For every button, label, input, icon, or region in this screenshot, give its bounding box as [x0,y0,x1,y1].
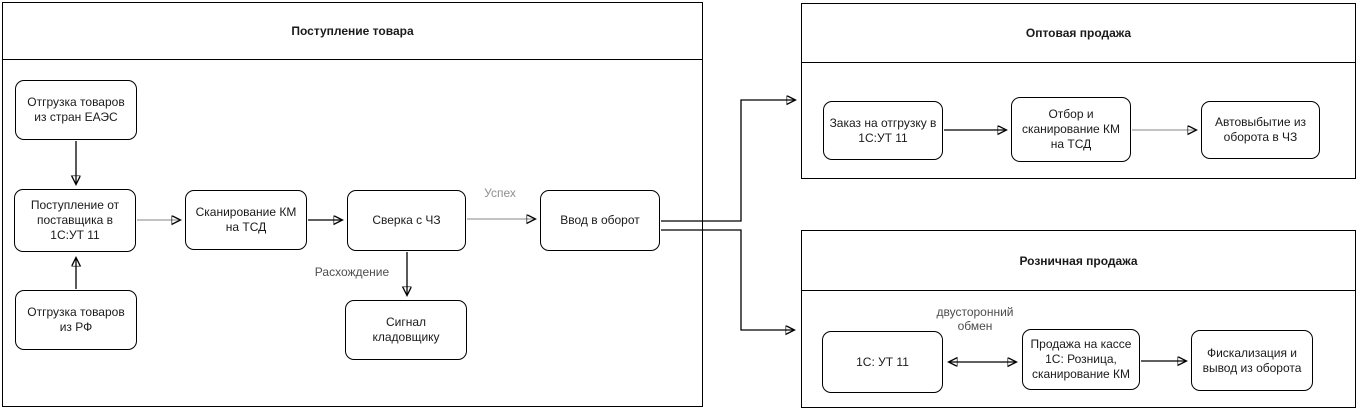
section-wholesale-header: Оптовая продажа [802,4,1355,63]
node-ut11: 1С: УТ 11 [822,331,943,393]
node-signal-storekeeper: Сигнал кладовщику [345,300,467,360]
section-wholesale-title: Оптовая продажа [1025,26,1132,40]
node-scan-km-tsd: Сканирование КМ на ТСД [185,190,307,250]
node-enter-circulation: Ввод в оборот [540,190,660,251]
edge-label-two-way-exchange: двусторонний обмен [936,305,1014,333]
node-auto-withdraw: Автовыбытие из оборота в ЧЗ [1201,101,1320,159]
node-shipment-eaes: Отгрузка товаров из стран ЕАЭС [15,80,137,140]
node-fiscalization: Фискализация и вывод из оборота [1191,330,1313,391]
node-check-chz: Сверка с ЧЗ [347,190,466,251]
node-receipt-supplier: Поступление от поставщика в 1С:УТ 11 [14,189,136,252]
section-retail-header: Розничная продажа [802,231,1355,291]
node-order-shipment: Заказ на отгрузку в 1С:УТ 11 [823,101,943,160]
edge-label-discrepancy: Расхождение [314,265,390,279]
node-pos-sale: Продажа на кассе 1С: Розница, сканирован… [1022,329,1140,390]
section-retail-title: Розничная продажа [1019,253,1138,268]
node-pick-scan-km: Отбор и сканирование КМ на ТСД [1011,97,1131,162]
section-receiving-title: Поступление товара [291,24,414,38]
edge-label-success: Успех [484,186,516,200]
node-shipment-rf: Отгрузка товаров из РФ [15,290,137,350]
section-receiving-header: Поступление товара [3,3,702,60]
